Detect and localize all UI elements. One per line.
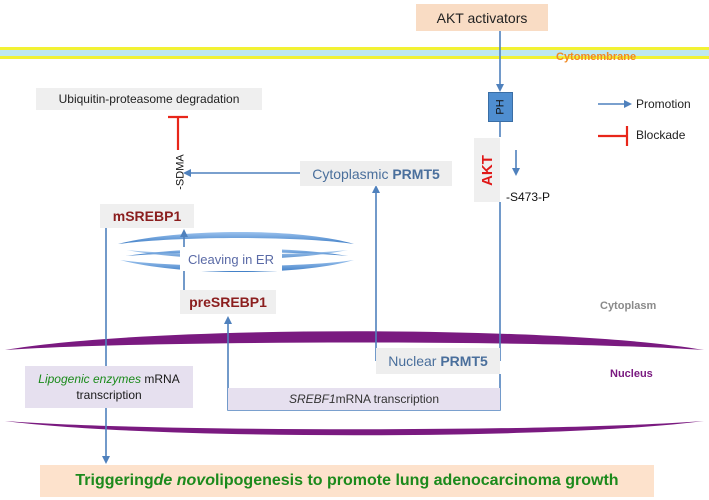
akt-box: AKT	[474, 138, 500, 202]
nucleus-label: Nucleus	[610, 368, 653, 380]
lipogenic-line1: Lipogenic enzymes mRNA	[38, 371, 179, 387]
cytomembrane	[0, 47, 709, 59]
msrebp1-box: mSREBP1	[100, 204, 194, 228]
nuclear-prmt5-name: PRMT5	[440, 353, 488, 369]
nucleus-envelope-bottom	[5, 421, 704, 436]
cytoplasmic-prmt5-name: PRMT5	[392, 165, 440, 182]
banner-denovo: de novo	[153, 472, 215, 489]
sdma-label-box: -SDMA	[172, 140, 190, 204]
lipogenic-enzymes-text: Lipogenic enzymes	[38, 372, 142, 386]
srebf1-gene-text: SREBF1	[288, 392, 336, 406]
legend-promotion-label: Promotion	[636, 97, 691, 111]
ph-label: PH	[494, 99, 507, 115]
presrebp1-box: preSREBP1	[180, 290, 276, 314]
nucleus-envelope-top	[5, 331, 704, 350]
sdma-label: -SDMA	[175, 154, 188, 190]
legend-blockade-label: Blockade	[636, 128, 686, 142]
srebf1-rest-text: mRNA transcription	[335, 392, 440, 406]
cytomembrane-label: Cytomembrane	[556, 51, 637, 63]
cytoplasmic-prefix: Cytoplasmic	[312, 165, 389, 182]
akt-activators-box: AKT activators	[416, 4, 548, 31]
cytoplasmic-prmt5-box: Cytoplasmic PRMT5	[300, 161, 452, 186]
lipogenic-transcription-box: Lipogenic enzymes mRNA transcription	[25, 366, 193, 408]
lipogenic-transcription-text: transcription	[76, 388, 142, 402]
nuclear-prefix: Nuclear	[388, 353, 437, 369]
arrow-akt-to-srebf1	[224, 316, 501, 411]
cytoplasm-label: Cytoplasm	[600, 300, 657, 312]
blockade-sdma-to-ubiquitin	[168, 115, 188, 150]
srebf1-transcription-box: SREBF1 mRNA transcription	[228, 388, 500, 410]
akt-label: AKT	[478, 154, 496, 186]
nuclear-prmt5-box: Nuclear PRMT5	[376, 348, 500, 374]
lipogenic-mrna-text: mRNA	[141, 372, 180, 386]
ph-domain-box: PH	[488, 92, 513, 122]
banner-pre: Triggering	[75, 472, 154, 489]
banner-post: lipogenesis to promote lung adenocarcino…	[214, 472, 619, 489]
s473p-label: -S473-P	[506, 190, 551, 204]
conclusion-banner: Triggering de novo lipogenesis to promot…	[40, 465, 654, 497]
cleaving-in-er-box: Cleaving in ER	[180, 247, 282, 271]
ubiquitin-degradation-box: Ubiquitin-proteasome degradation	[36, 88, 262, 110]
